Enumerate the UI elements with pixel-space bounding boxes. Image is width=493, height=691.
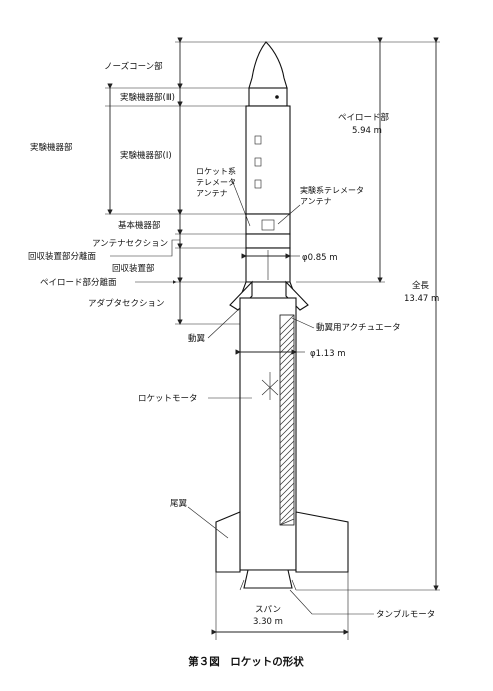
- moving-fin-right: [285, 280, 309, 311]
- label-dia-113: φ1.13 m: [310, 349, 346, 359]
- exp-unit-1-shape: [245, 105, 291, 215]
- hatch-line: [279, 392, 295, 408]
- label-rocket-motor: ロケットモータ: [138, 394, 198, 404]
- nozzle-shape: [243, 569, 293, 589]
- hatch-line: [279, 356, 295, 372]
- actuator-tube: [279, 314, 295, 526]
- label-antenna-section: アンテナセクション: [92, 239, 168, 249]
- label-fin-actuator: 動翼用アクチュエータ: [316, 322, 401, 333]
- label-moving-fin: 動翼: [188, 333, 206, 344]
- hatch-line: [279, 440, 295, 456]
- hatch-line: [279, 398, 295, 414]
- tail-fin-left: [215, 511, 241, 573]
- hatch-line: [279, 314, 295, 330]
- hatch-line: [279, 458, 295, 474]
- hatch-line: [279, 326, 295, 342]
- hatch-line: [279, 434, 295, 450]
- exp-unit-3-shape: [248, 87, 288, 107]
- hatch-line: [279, 506, 295, 522]
- label-rocket-telemetry-1: ロケット系: [196, 166, 236, 176]
- actuator-hatch: [279, 314, 295, 526]
- hatch-line: [279, 380, 295, 396]
- right-dimensions: [211, 37, 440, 640]
- label-total: 全長: [412, 280, 430, 291]
- label-exp-telemetry-2: アンテナ: [300, 197, 332, 206]
- left-brackets: [105, 37, 266, 325]
- label-rocket-telemetry-2: テレメータ: [196, 178, 236, 187]
- hatch-line: [279, 404, 295, 420]
- label-exp-unit-3: 実験機器部(Ⅲ): [120, 92, 175, 103]
- label-span: スパン: [255, 605, 281, 615]
- hatch-line: [279, 518, 295, 526]
- label-payload: ペイロード部: [338, 112, 390, 123]
- figure-caption: 第３図 ロケットの形状: [188, 655, 304, 668]
- label-payload-len: 5.94 m: [352, 126, 382, 136]
- label-adapter-section: アダプタセクション: [88, 298, 165, 309]
- antenna-section-shape: [245, 233, 291, 249]
- tail-fin-right: [295, 511, 349, 573]
- leaders: [187, 179, 374, 615]
- hatch-line: [279, 368, 295, 384]
- hatch-line: [279, 512, 295, 526]
- label-exp-unit-1: 実験機器部(Ⅰ): [120, 150, 172, 161]
- label-exp-unit: 実験機器部: [30, 142, 73, 153]
- label-nose-cone: ノーズコーン部: [104, 61, 163, 72]
- hatch-line: [279, 446, 295, 462]
- label-rocket-telemetry-3: アンテナ: [196, 189, 228, 198]
- hatch-line: [279, 410, 295, 426]
- hatch-line: [279, 362, 295, 378]
- hatch-line: [279, 416, 295, 432]
- hatch-line: [279, 374, 295, 390]
- hatch-line: [279, 470, 295, 486]
- hatch-line: [279, 482, 295, 498]
- hatch-line: [279, 500, 295, 516]
- label-span-len: 3.30 m: [253, 617, 283, 627]
- hatch-line: [279, 452, 295, 468]
- hatch-line: [279, 476, 295, 492]
- hatch-line: [279, 494, 295, 510]
- nose-cone-shape: [248, 41, 288, 89]
- labels: ノーズコーン部 実験機器部(Ⅲ) 実験機器部(Ⅰ) 実験機器部 ロケット系 テレ…: [28, 61, 439, 668]
- label-recovery-unit: 回収装置部: [112, 263, 155, 274]
- label-tumble-motor: タンブルモータ: [376, 609, 435, 620]
- hatch-line: [279, 332, 295, 348]
- hatch-line: [279, 488, 295, 504]
- label-recovery-sep-plane: 回収装置部分離面: [28, 251, 97, 262]
- hatch-line: [279, 386, 295, 402]
- rocket-body: [215, 41, 349, 591]
- hatch-line: [279, 464, 295, 480]
- label-total-len: 13.47 m: [404, 294, 439, 304]
- hatch-line: [279, 320, 295, 336]
- hatch-line: [279, 422, 295, 438]
- label-base-unit: 基本機器部: [118, 220, 161, 231]
- hatch-line: [279, 428, 295, 444]
- base-unit-shape: [245, 213, 291, 235]
- label-exp-telemetry-1: 実験系テレメータ: [300, 185, 364, 195]
- label-tail-fin: 尾翼: [170, 499, 188, 509]
- label-dia-085: φ0.85 m: [302, 253, 338, 263]
- label-payload-sep-plane: ペイロード部分離面: [40, 277, 117, 288]
